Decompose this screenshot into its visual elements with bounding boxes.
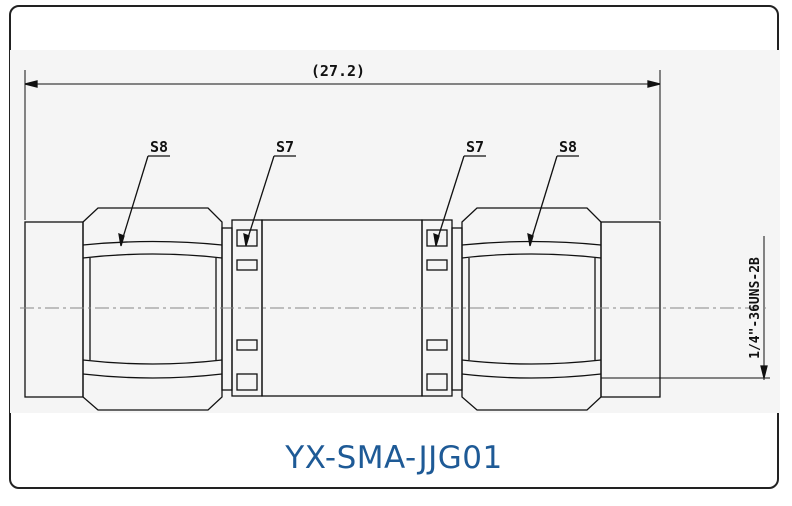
- right-hex-label: S8: [559, 138, 577, 156]
- left-body: [24, 221, 84, 398]
- drawing-background: [10, 50, 780, 413]
- overall-dimension-label: (27.2): [311, 62, 365, 80]
- drawing-lines: [20, 70, 770, 411]
- thread-spec-label: 1/4"-36UNS-2B: [748, 257, 763, 359]
- left-hex-nut: [82, 207, 223, 411]
- left-nut-label: S7: [276, 138, 294, 156]
- left-hex-label: S8: [150, 138, 168, 156]
- product-model-caption: YX-SMA-JJG01: [285, 440, 503, 476]
- right-nut-label: S7: [466, 138, 484, 156]
- right-body: [600, 221, 661, 398]
